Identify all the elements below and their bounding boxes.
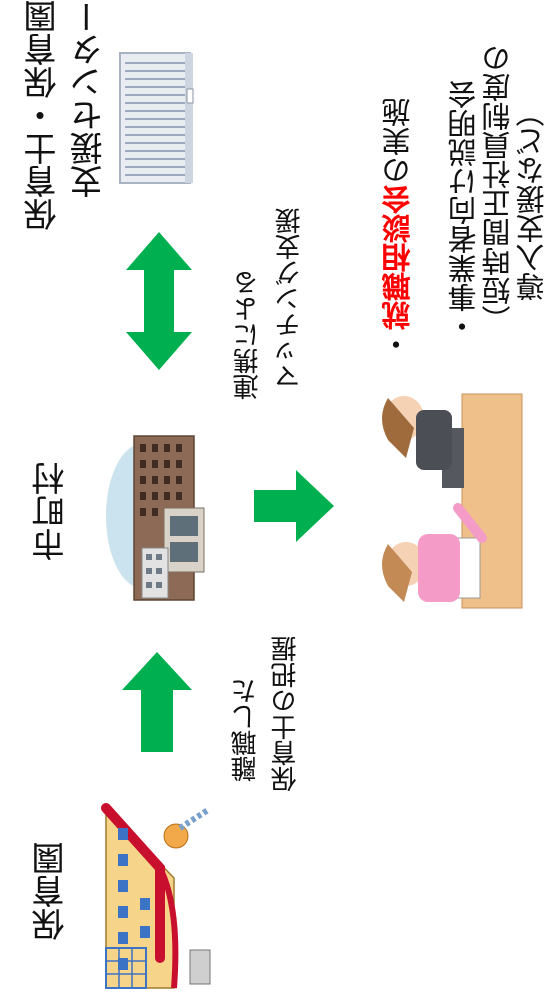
service-item-briefing-line1: ・事業者向け説明会 xyxy=(447,80,481,341)
service-item-briefing-line3: 導入支援など） xyxy=(515,98,546,301)
edge-label-hoikuen-line2: 保育士の把握 xyxy=(271,636,301,792)
jobfair-highlight: 就職相談会 xyxy=(381,185,415,330)
nursery-school-icon xyxy=(101,803,211,989)
bullet: ・ xyxy=(381,330,415,359)
service-item-briefing-line2: （短時間正社員制度の xyxy=(481,44,515,334)
edge-label-hoikuen-line1: 離職した xyxy=(231,678,261,782)
city-hall-icon xyxy=(106,435,205,601)
edge-label-center-line1: 連携による xyxy=(233,270,263,400)
jobfair-rest: の実施 xyxy=(381,98,415,185)
center-label-line1: 保育士・保育園 xyxy=(23,0,62,231)
arrow-right-icon xyxy=(254,470,334,542)
office-building-icon xyxy=(119,52,194,184)
arrow-bidirectional-icon xyxy=(126,232,192,370)
arrow-up-icon xyxy=(122,652,192,752)
service-item-jobfair: ・就職相談会の実施 xyxy=(380,98,416,359)
shichoson-label: 市町村 xyxy=(31,462,70,561)
consultation-scene-icon xyxy=(382,393,523,609)
edge-label-center-line2: マッチング支援 xyxy=(275,208,305,390)
hoikuen-label: 保育園 xyxy=(31,842,70,941)
